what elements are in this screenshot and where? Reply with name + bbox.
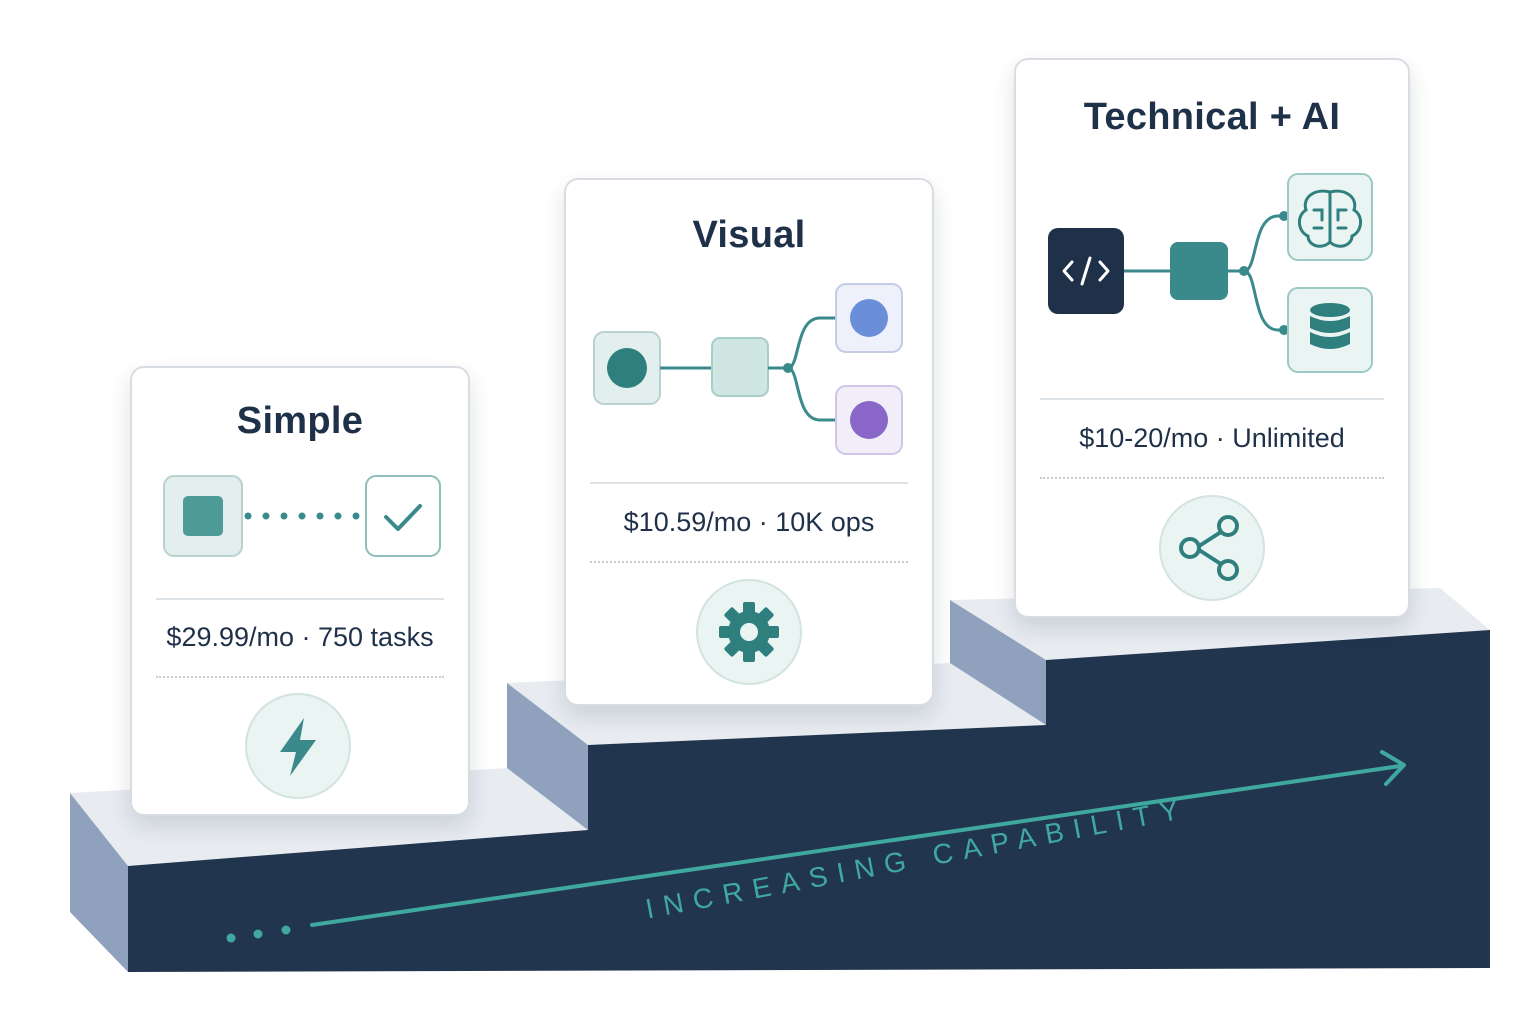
- brain-icon: [1298, 189, 1362, 248]
- tier-title: Technical + AI: [1083, 96, 1341, 138]
- share-icon: [1159, 495, 1265, 601]
- trail-dot: [253, 929, 263, 939]
- trail-dot: [226, 933, 236, 943]
- step-1-side: [70, 793, 128, 972]
- step-3-side: [950, 600, 1046, 725]
- divider: [1040, 398, 1384, 400]
- code-icon: [1062, 256, 1110, 286]
- branch-connector: [1243, 269, 1286, 332]
- technical-flow-diagram: [1048, 173, 1373, 373]
- database-icon: [1310, 303, 1350, 349]
- process-node: [1170, 242, 1228, 300]
- staircase-front: [128, 630, 1490, 972]
- tier-price: $29.99/mo · 750 tasks: [166, 622, 434, 652]
- result-node: [365, 475, 441, 557]
- branch-connector: [787, 366, 836, 422]
- tier-title: Simple: [236, 400, 364, 442]
- branch-connector: [1243, 214, 1286, 273]
- divider: [590, 482, 908, 484]
- divider: [156, 598, 444, 600]
- divider-dotted: [1040, 477, 1384, 479]
- blue-dot-icon: [850, 299, 888, 337]
- step-2-side: [507, 683, 588, 830]
- check-icon: [384, 504, 422, 531]
- simple-flow-diagram: [163, 475, 441, 557]
- capability-arrow-line: [310, 764, 1402, 927]
- tier-price: $10-20/mo · Unlimited: [1079, 423, 1345, 453]
- tier-card-visual[interactable]: Visual $10.59/mo · 10K ops: [564, 178, 934, 706]
- capability-arrow-head: [1380, 750, 1406, 786]
- gear-icon: [696, 579, 802, 685]
- process-node: [711, 337, 769, 397]
- trigger-square-icon: [183, 496, 223, 536]
- tier-price: $10.59/mo · 10K ops: [623, 507, 875, 537]
- source-dot-icon: [607, 348, 647, 388]
- branch-end: [1279, 325, 1289, 335]
- divider-dotted: [590, 561, 908, 563]
- visual-flow-diagram: [593, 283, 903, 455]
- divider-dotted: [156, 676, 444, 678]
- trail-dot: [281, 925, 291, 935]
- lightning-icon: [245, 693, 351, 799]
- purple-dot-icon: [850, 401, 888, 439]
- tier-title: Visual: [692, 214, 806, 256]
- branch-end: [1279, 211, 1289, 221]
- branch-connector: [787, 316, 836, 370]
- dotted-connector: [244, 512, 360, 520]
- tier-card-simple[interactable]: Simple $29.99/mo · 750 tasks: [130, 366, 470, 816]
- tier-card-technical-ai[interactable]: Technical + AI: [1014, 58, 1410, 618]
